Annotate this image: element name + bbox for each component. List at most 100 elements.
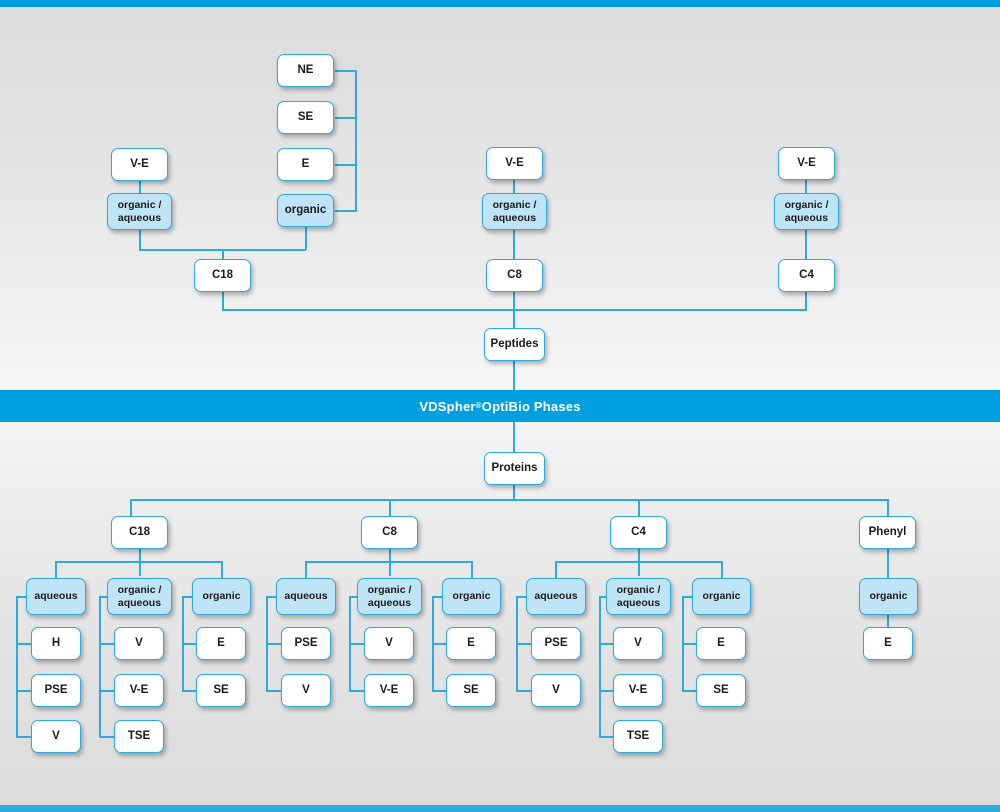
node-c8-peptides[interactable]: C8	[486, 259, 543, 292]
connector-c18-down	[222, 290, 224, 310]
connector-se-to-bracket	[335, 117, 357, 119]
node-c8-organic-aqueous[interactable]: organic / aqueous	[357, 578, 422, 615]
top-accent-strip	[0, 0, 1000, 7]
bracket-c18-oa-stub-1	[99, 643, 115, 645]
connector-orgaq-c18-down	[139, 229, 141, 250]
node-c4-orgaq-ve[interactable]: V-E	[613, 674, 663, 707]
node-c18-proteins[interactable]: C18	[111, 516, 168, 549]
node-c8-organic[interactable]: organic	[442, 578, 501, 615]
bracket-c8-aq-stub-0	[266, 596, 282, 598]
node-c18-organic-se[interactable]: SE	[196, 674, 246, 707]
connector-c8-to-orgaq	[389, 561, 391, 576]
connector-proteins-down	[513, 484, 515, 500]
connector-c4-down	[805, 290, 807, 310]
connector-bus-to-phenyl	[887, 499, 889, 517]
node-c4-aqueous-v[interactable]: V	[531, 674, 581, 707]
node-c8-organic-e[interactable]: E	[446, 627, 496, 660]
connector-bus-to-peptides	[513, 309, 515, 331]
connector-c8-down	[513, 290, 515, 310]
node-c4-proteins[interactable]: C4	[610, 516, 667, 549]
connector-bus-to-c8	[389, 499, 391, 517]
node-organic-c18-peptides[interactable]: organic	[277, 194, 334, 227]
connector-organic-c18-down	[305, 227, 307, 250]
node-c18-organic-aqueous[interactable]: organic / aqueous	[107, 578, 172, 615]
connector-e-to-bracket	[335, 164, 357, 166]
node-c18-orgaq-v[interactable]: V	[114, 627, 164, 660]
banner-text-before: VDSpher	[419, 398, 476, 414]
connector-phenyl-organic-to-e	[887, 614, 889, 630]
bracket-c18-o-stub-1	[182, 643, 198, 645]
node-c4-peptides[interactable]: C4	[778, 259, 835, 292]
node-organic-aqueous-c18-peptides[interactable]: organic / aqueous	[107, 193, 172, 230]
bracket-c4-o-stub-2	[682, 690, 698, 692]
connector-bus-to-c4	[638, 499, 640, 517]
bus-proteins	[130, 499, 889, 501]
bracket-c18-orgaq	[99, 597, 101, 737]
node-c4-organic-e[interactable]: E	[696, 627, 746, 660]
node-c4-organic[interactable]: organic	[692, 578, 751, 615]
connector-peptides-to-banner	[513, 360, 515, 391]
bracket-c4-oa-stub-1	[599, 643, 615, 645]
node-phenyl-organic-e[interactable]: E	[863, 627, 913, 660]
node-c4-organic-aqueous[interactable]: organic / aqueous	[606, 578, 671, 615]
bracket-c4-o-stub-1	[682, 643, 698, 645]
bracket-c4-oa-stub-2	[599, 690, 615, 692]
node-c4-aqueous[interactable]: aqueous	[526, 578, 586, 615]
connector-c18-to-orgaq	[139, 561, 141, 576]
connector-c8-to-aqueous	[305, 561, 307, 578]
node-c4-organic-se[interactable]: SE	[696, 674, 746, 707]
node-organic-aqueous-c8-peptides[interactable]: organic / aqueous	[482, 193, 547, 230]
connector-organic-to-bracket	[335, 210, 357, 212]
node-organic-aqueous-c4-peptides[interactable]: organic / aqueous	[774, 193, 839, 230]
node-c8-proteins[interactable]: C8	[361, 516, 418, 549]
bracket-c8-aq-stub-2	[266, 690, 282, 692]
node-c18-organic-e[interactable]: E	[196, 627, 246, 660]
node-c18-orgaq-ve[interactable]: V-E	[114, 674, 164, 707]
bracket-c4-o-stub-0	[682, 596, 698, 598]
connector-c8-down-proteins	[389, 549, 391, 562]
node-ve-c4-peptides[interactable]: V-E	[778, 147, 835, 180]
node-c4-orgaq-v[interactable]: V	[613, 627, 663, 660]
node-peptides[interactable]: Peptides	[484, 328, 545, 361]
connector-banner-to-proteins	[513, 422, 515, 452]
node-ve-c18-peptides[interactable]: V-E	[111, 148, 168, 181]
node-c8-aqueous-pse[interactable]: PSE	[281, 627, 331, 660]
node-ne[interactable]: NE	[277, 54, 334, 87]
node-c18-orgaq-tse[interactable]: TSE	[114, 720, 164, 753]
node-e[interactable]: E	[277, 148, 334, 181]
node-se[interactable]: SE	[277, 101, 334, 134]
node-c4-orgaq-tse[interactable]: TSE	[613, 720, 663, 753]
node-phenyl-proteins[interactable]: Phenyl	[859, 516, 916, 549]
connector-c8-to-organic	[471, 561, 473, 578]
bracket-c18-oa-stub-2	[99, 690, 115, 692]
node-c8-organic-se[interactable]: SE	[446, 674, 496, 707]
node-c18-aqueous-v[interactable]: V	[31, 720, 81, 753]
node-c8-aqueous-v[interactable]: V	[281, 674, 331, 707]
connector-c18-to-organic	[221, 561, 223, 578]
node-phenyl-organic[interactable]: organic	[859, 578, 918, 615]
connector-ve-to-orgaq-c8	[513, 180, 515, 197]
bracket-c8-o-stub-2	[432, 690, 448, 692]
node-c8-aqueous[interactable]: aqueous	[276, 578, 336, 615]
connector-c4-to-aqueous	[555, 561, 557, 578]
node-c18-aqueous[interactable]: aqueous	[26, 578, 86, 615]
node-c8-orgaq-v[interactable]: V	[364, 627, 414, 660]
banner-vdspher-optibio-phases: VDSpher® OptiBio Phases	[0, 390, 1000, 422]
node-c18-peptides[interactable]: C18	[194, 259, 251, 292]
node-c4-aqueous-pse[interactable]: PSE	[531, 627, 581, 660]
bracket-c8-aq-stub-1	[266, 643, 282, 645]
connector-ve-to-orgaq-c4	[805, 180, 807, 197]
bracket-c8-oa-stub-1	[349, 643, 365, 645]
node-proteins[interactable]: Proteins	[484, 452, 545, 485]
bottom-accent-strip	[0, 805, 1000, 812]
node-ve-c8-peptides[interactable]: V-E	[486, 147, 543, 180]
node-c18-aqueous-pse[interactable]: PSE	[31, 674, 81, 707]
node-c18-aqueous-h[interactable]: H	[31, 627, 81, 660]
bracket-c18-aq-stub-3	[16, 736, 32, 738]
bracket-c18-oa-stub-3	[99, 736, 115, 738]
bracket-c18-aq-stub-1	[16, 643, 32, 645]
node-c18-organic[interactable]: organic	[192, 578, 251, 615]
bracket-c4-oa-stub-3	[599, 736, 615, 738]
node-c8-orgaq-ve[interactable]: V-E	[364, 674, 414, 707]
